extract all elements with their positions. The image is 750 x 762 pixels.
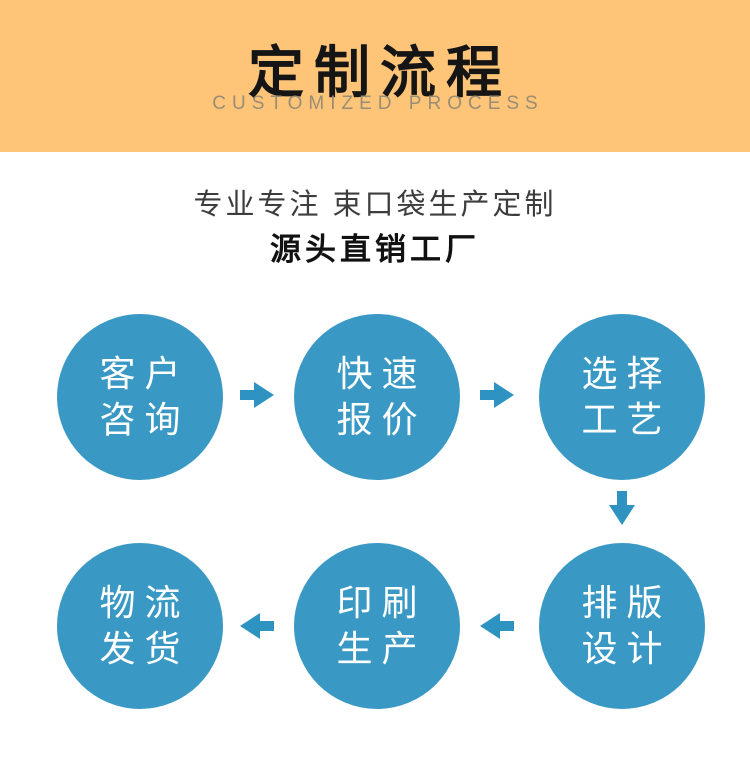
step-circle-quick-quote: 快速 报价 <box>294 314 460 480</box>
tagline-primary: 专业专注 束口袋生产定制 <box>193 189 557 221</box>
step-label: 排版 <box>581 582 672 623</box>
step-label: 物流 <box>99 582 190 623</box>
header-banner: 定制流程 CUSTOMIZED PROCESS <box>0 0 750 152</box>
step-circle-layout-design: 排版 设计 <box>539 543 705 709</box>
step-label: 快速 <box>336 353 427 394</box>
step-label: 报价 <box>336 399 427 440</box>
tagline-secondary: 源头直销工厂 <box>270 232 480 267</box>
step-circle-select-craft: 选择 工艺 <box>539 314 705 480</box>
step-circle-customer-consult: 客户 咨询 <box>57 314 223 480</box>
step-label: 客户 <box>99 353 190 394</box>
step-label: 印刷 <box>336 582 427 623</box>
page-subtitle: CUSTOMIZED PROCESS <box>212 93 544 114</box>
step-label: 设计 <box>581 628 672 669</box>
step-circle-logistics-ship: 物流 发货 <box>57 543 223 709</box>
step-label: 咨询 <box>99 399 190 440</box>
step-label: 生产 <box>336 628 427 669</box>
step-label: 工艺 <box>581 399 672 440</box>
step-label: 发货 <box>99 628 190 669</box>
arrow-down-icon <box>609 491 635 525</box>
arrow-right-icon <box>240 382 274 408</box>
arrow-left-icon <box>480 613 514 639</box>
arrow-right-icon <box>480 382 514 408</box>
step-circle-print-production: 印刷 生产 <box>294 543 460 709</box>
arrow-left-icon <box>240 613 274 639</box>
step-label: 选择 <box>581 353 672 394</box>
page-title: 定制流程 <box>248 41 512 104</box>
